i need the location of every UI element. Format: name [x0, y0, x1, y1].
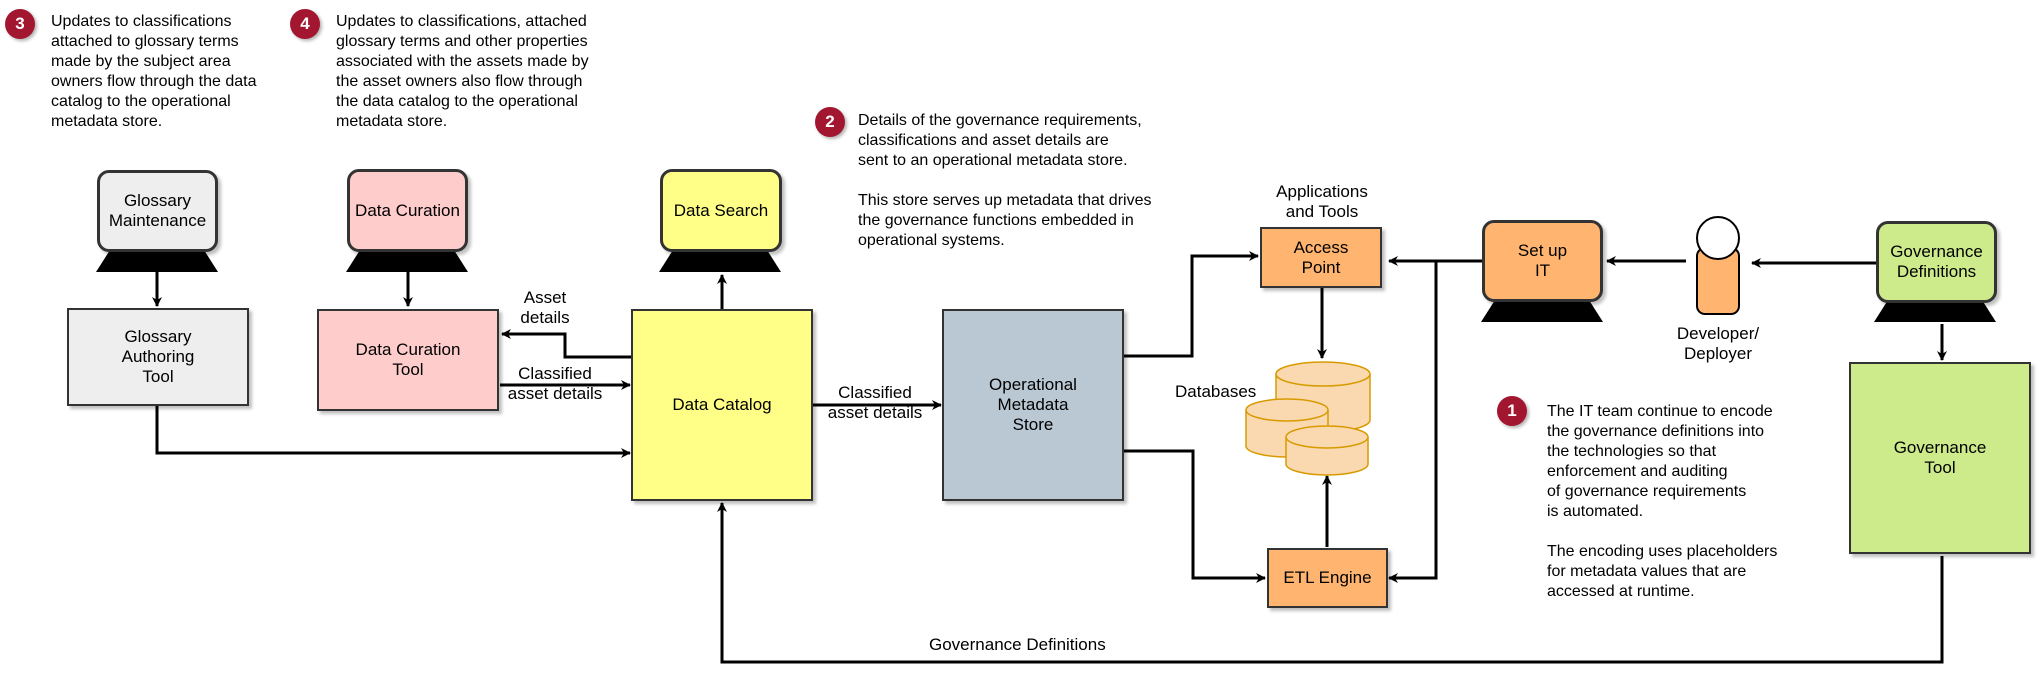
access-point[interactable]: Access Point	[1260, 227, 1382, 288]
asset-details-label: Asset details	[520, 288, 570, 327]
glossary-authoring-tool[interactable]: Glossary Authoring Tool	[67, 308, 249, 406]
applications-and-tools-label: Applications and Tools	[1276, 182, 1368, 221]
step-4-note: Updates to classifications, attached glo…	[336, 13, 589, 130]
glossary-maintenance-stand	[96, 250, 218, 272]
etl-engine[interactable]: ETL Engine	[1267, 548, 1388, 608]
data-curation-stand	[346, 250, 468, 272]
developer-person-icon	[1696, 216, 1740, 315]
arrow-metadata-store-to-access-point	[1124, 251, 1259, 358]
governance-definitions-flow-label: Governance Definitions	[929, 635, 1106, 654]
setup-it-screen[interactable]: Set up IT	[1482, 220, 1603, 302]
glossary-maintenance-screen[interactable]: Glossary Maintenance	[97, 170, 218, 252]
step-3-note: Updates to classifications attached to g…	[51, 13, 257, 130]
classified-asset-details-label-right: Classified asset details	[827, 383, 923, 422]
step-4-badge: 4	[290, 9, 320, 39]
operational-metadata-store[interactable]: Operational Metadata Store	[942, 309, 1124, 501]
data-curation-tool[interactable]: Data Curation Tool	[317, 309, 499, 411]
developer-deployer-label: Developer/ Deployer	[1676, 324, 1760, 363]
arrow-metadata-store-to-etl	[1124, 449, 1266, 583]
data-search-screen[interactable]: Data Search	[660, 169, 782, 252]
step-1-badge: 1	[1497, 396, 1527, 426]
databases-label: Databases	[1175, 382, 1257, 401]
governance-definitions-stand	[1874, 300, 1996, 322]
governance-definitions-screen[interactable]: Governance Definitions	[1876, 221, 1997, 303]
arrow-glossary-tool-to-catalog	[155, 405, 631, 458]
arrow-setup-it-to-etl	[1388, 261, 1438, 583]
step-1-note: The IT team continue to encode the gover…	[1547, 403, 1778, 600]
arrow-asset-details	[501, 329, 632, 359]
step-2-badge: 2	[815, 107, 845, 137]
data-curation-screen[interactable]: Data Curation	[347, 169, 468, 252]
data-search-stand	[659, 250, 781, 272]
classified-asset-details-label-left: Classified asset details	[507, 364, 603, 403]
step-3-badge: 3	[5, 9, 35, 39]
data-catalog[interactable]: Data Catalog	[631, 309, 813, 501]
governance-tool[interactable]: Governance Tool	[1849, 362, 2031, 554]
setup-it-stand	[1481, 300, 1603, 322]
step-2-note: Details of the governance requirements, …	[858, 112, 1152, 249]
databases-icon	[1245, 361, 1371, 476]
arrow-governance-definitions-loop	[717, 502, 1944, 664]
